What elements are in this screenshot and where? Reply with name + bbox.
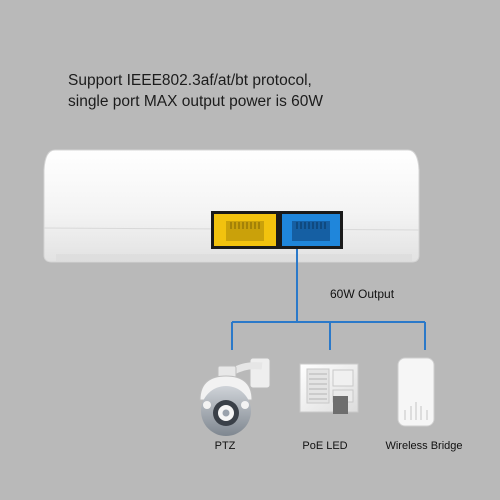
output-label: 60W Output: [330, 287, 395, 301]
wireless-bridge-icon: [397, 357, 435, 427]
connector-lines: [231, 249, 426, 350]
input-port: [211, 211, 279, 249]
ptz-camera-icon: [199, 357, 271, 436]
headline: Support IEEE802.3af/at/bt protocol, sing…: [68, 70, 448, 112]
device-label-wireless-bridge: Wireless Bridge: [385, 440, 463, 452]
output-port: [279, 211, 343, 249]
headline-line-2: single port MAX output power is 60W: [68, 93, 324, 110]
device-label-ptz: PTZ: [214, 440, 236, 452]
led-panel-icon: [299, 363, 359, 414]
headline-line-1: Support IEEE802.3af/at/bt protocol,: [68, 72, 312, 89]
device-label-poe-led: PoE LED: [302, 440, 348, 452]
